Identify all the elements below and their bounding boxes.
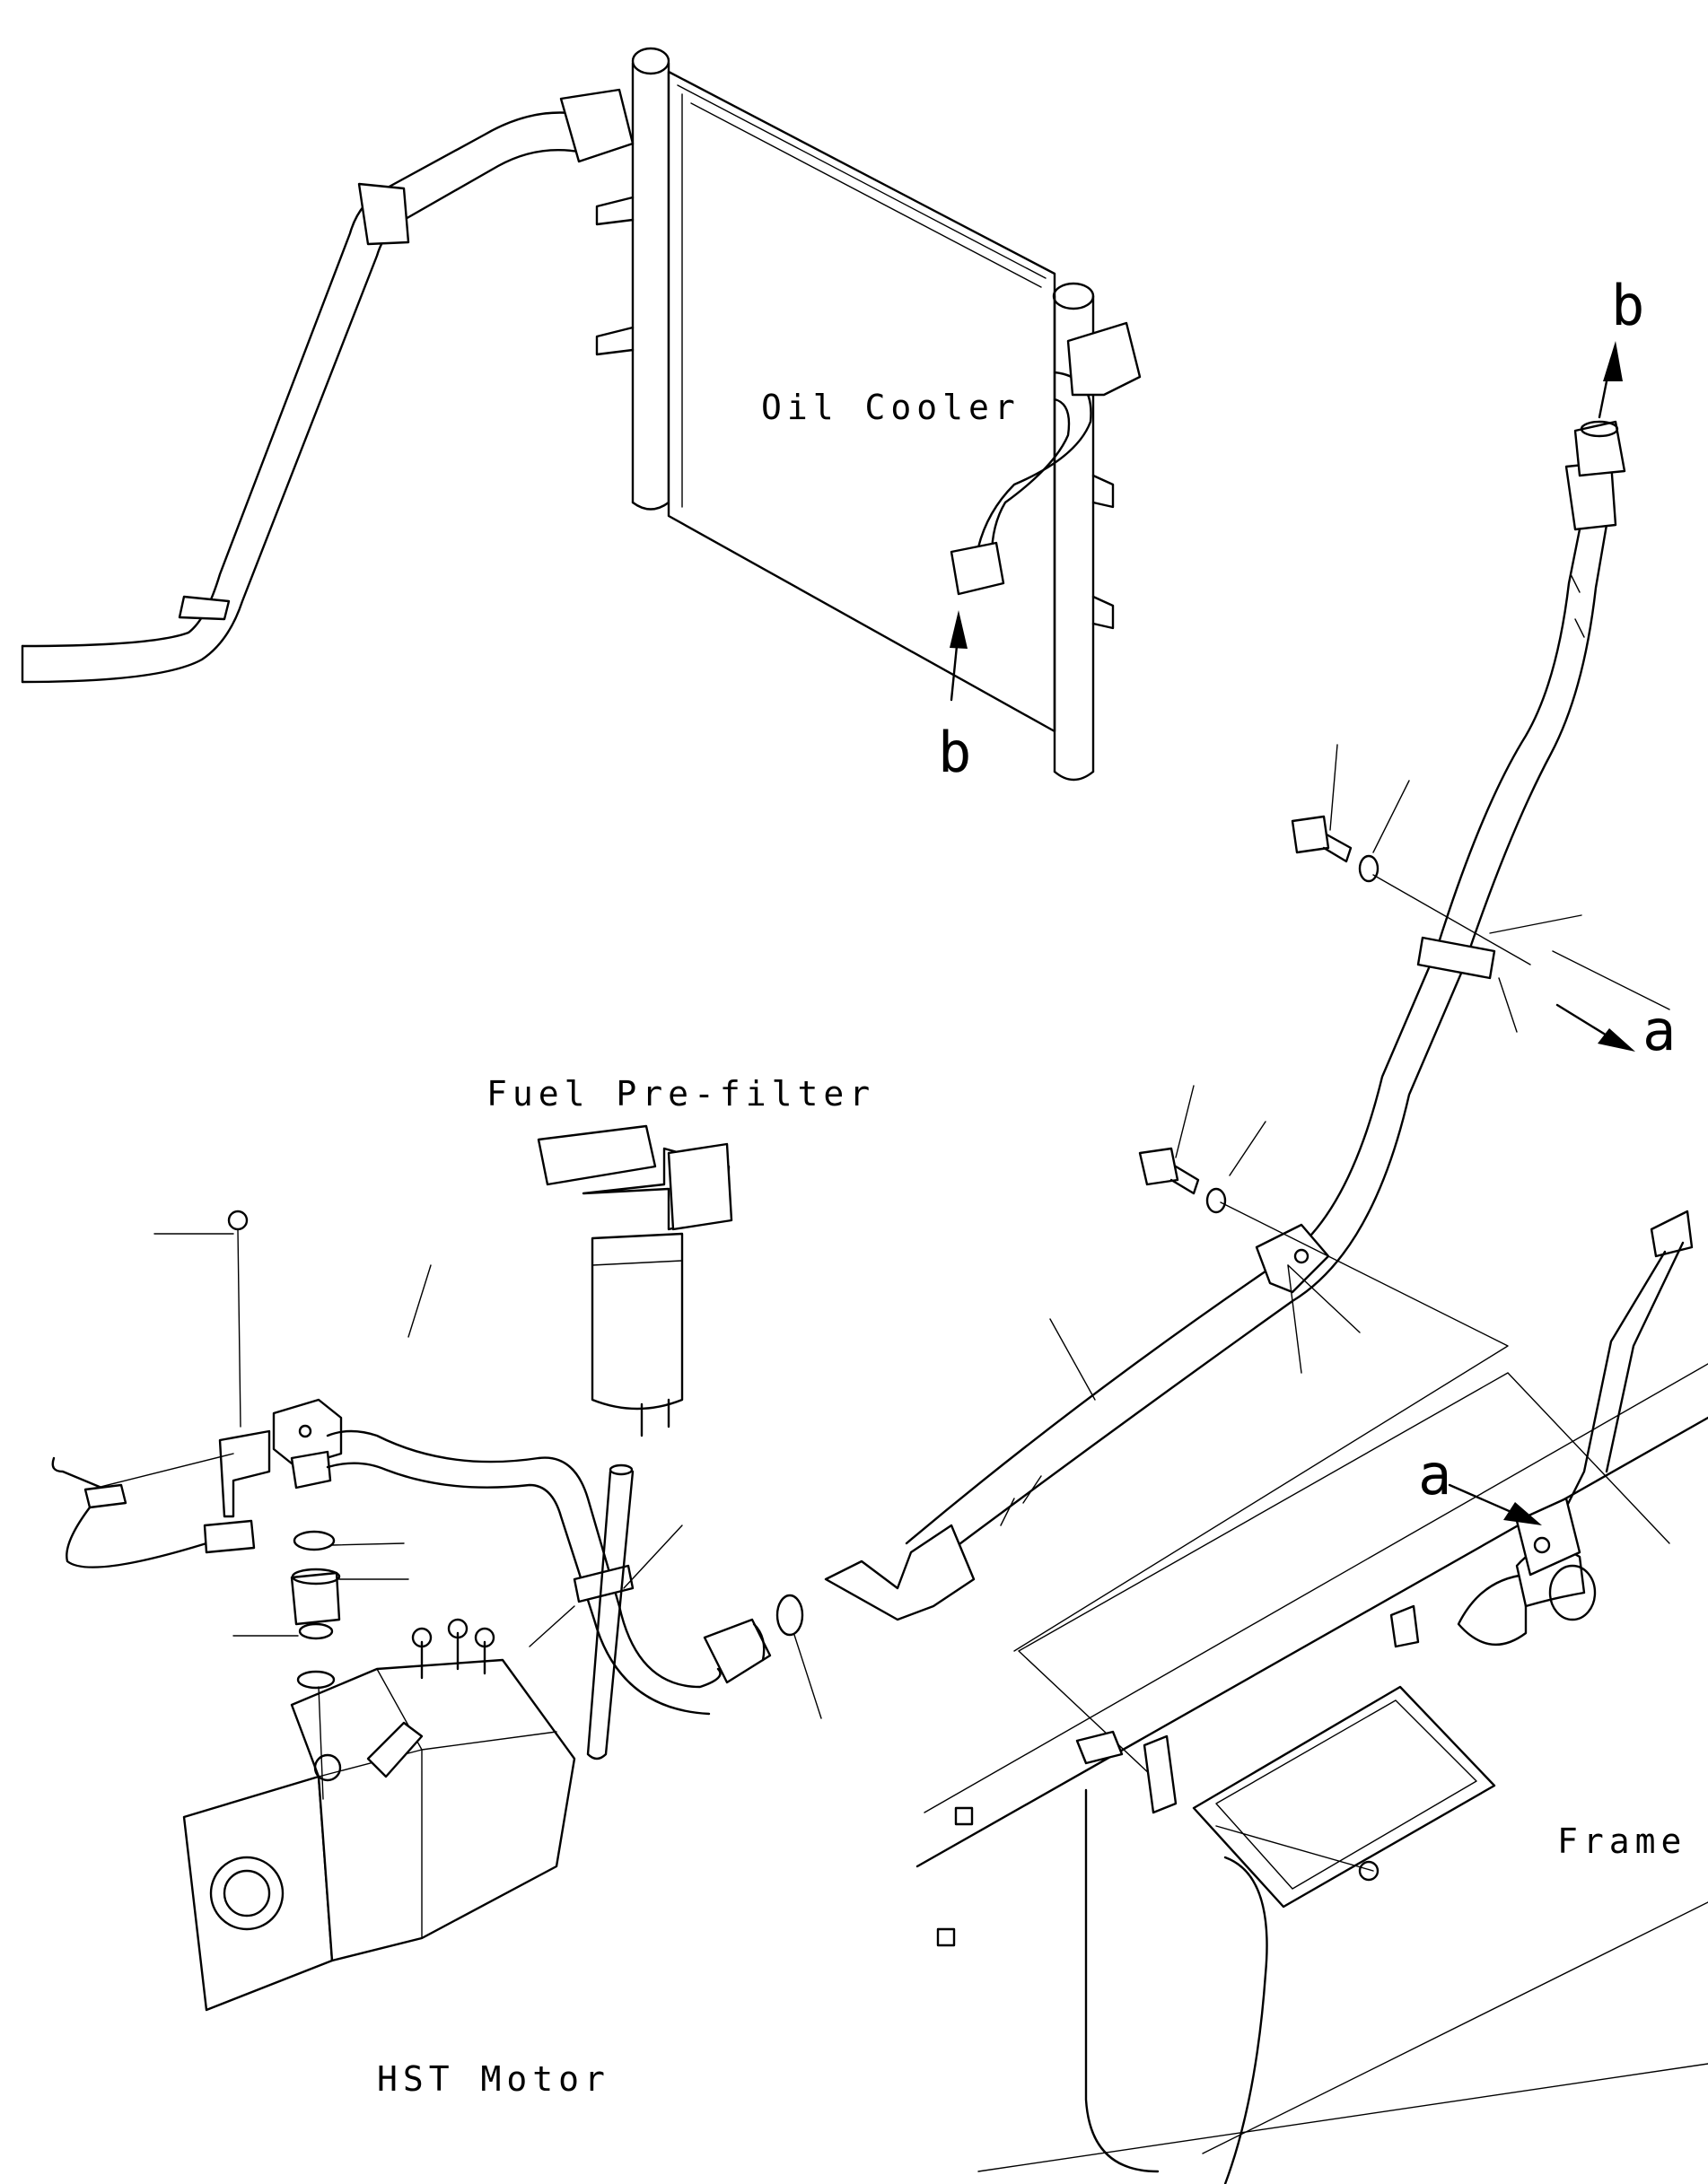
tube-fitting xyxy=(703,1618,772,1684)
arrow-head xyxy=(1503,1502,1542,1525)
fuel-prefilter-label: Fuel Pre-filter xyxy=(486,1074,875,1114)
sensor-wire xyxy=(66,1506,244,1568)
prefilter-inlet-tube xyxy=(537,1124,657,1186)
bolt-washer-set xyxy=(1138,815,1380,1214)
hose-clamp-upper xyxy=(1416,936,1496,980)
fuel-prefilter xyxy=(537,1124,733,1437)
bolt-head xyxy=(1291,815,1330,854)
pipe-clamp xyxy=(357,182,410,246)
filler-neck xyxy=(1457,1573,1528,1646)
hst-motor xyxy=(182,1618,576,2012)
arrow-head xyxy=(950,610,968,649)
callout-b-top: b xyxy=(1611,273,1644,338)
cooler-inlet-pipe xyxy=(21,88,635,684)
washer xyxy=(1205,1187,1227,1214)
washer xyxy=(1358,854,1380,883)
adapter-fitting xyxy=(290,1571,341,1626)
callout-a-frame: a xyxy=(1418,1442,1451,1507)
oil-cooler xyxy=(595,47,1142,782)
o-ring xyxy=(293,1530,336,1551)
prefilter-bracket xyxy=(667,1142,733,1231)
o-ring xyxy=(296,1670,336,1690)
reference-lines xyxy=(1013,874,1670,1652)
sensor-bracket xyxy=(218,1429,271,1518)
hydraulic-hose xyxy=(824,420,1626,1621)
arrow-head xyxy=(1603,341,1623,381)
oil-cooler-label: Oil Cooler xyxy=(761,388,1020,427)
sensor-block xyxy=(272,1398,343,1469)
frame-label: Frame xyxy=(1557,1821,1686,1861)
hst-motor-body xyxy=(290,1658,576,1962)
pipe-clamp xyxy=(178,595,231,621)
callout-b-cooler: b xyxy=(938,720,971,785)
prefilter-bowl xyxy=(591,1232,684,1411)
bolt xyxy=(227,1210,249,1231)
sensor-connector xyxy=(203,1519,256,1554)
hst-motor-flange xyxy=(182,1775,334,2012)
arrow-head xyxy=(1598,1028,1635,1052)
hydraulic-tube xyxy=(326,1429,772,1760)
cooler-outlet-fitting xyxy=(950,541,1005,596)
bolt-head xyxy=(1138,1147,1179,1186)
tube-clamp xyxy=(573,1564,635,1603)
temperature-sensor-assembly xyxy=(51,1210,343,1800)
cooler-left-tank xyxy=(631,61,670,504)
o-ring-loose xyxy=(775,1594,804,1637)
hose-clamp-lower xyxy=(1255,1223,1330,1294)
leader-lines xyxy=(153,744,1582,1719)
hst-motor-label: HST Motor xyxy=(377,2059,610,2099)
frame-access-opening xyxy=(1192,1685,1496,1909)
hose-fitting-bottom xyxy=(824,1524,976,1621)
frame xyxy=(915,1210,1708,2184)
callout-arrows xyxy=(950,341,1635,1525)
cooler-inlet-flange xyxy=(559,88,635,163)
callout-a-right: a xyxy=(1642,998,1676,1063)
